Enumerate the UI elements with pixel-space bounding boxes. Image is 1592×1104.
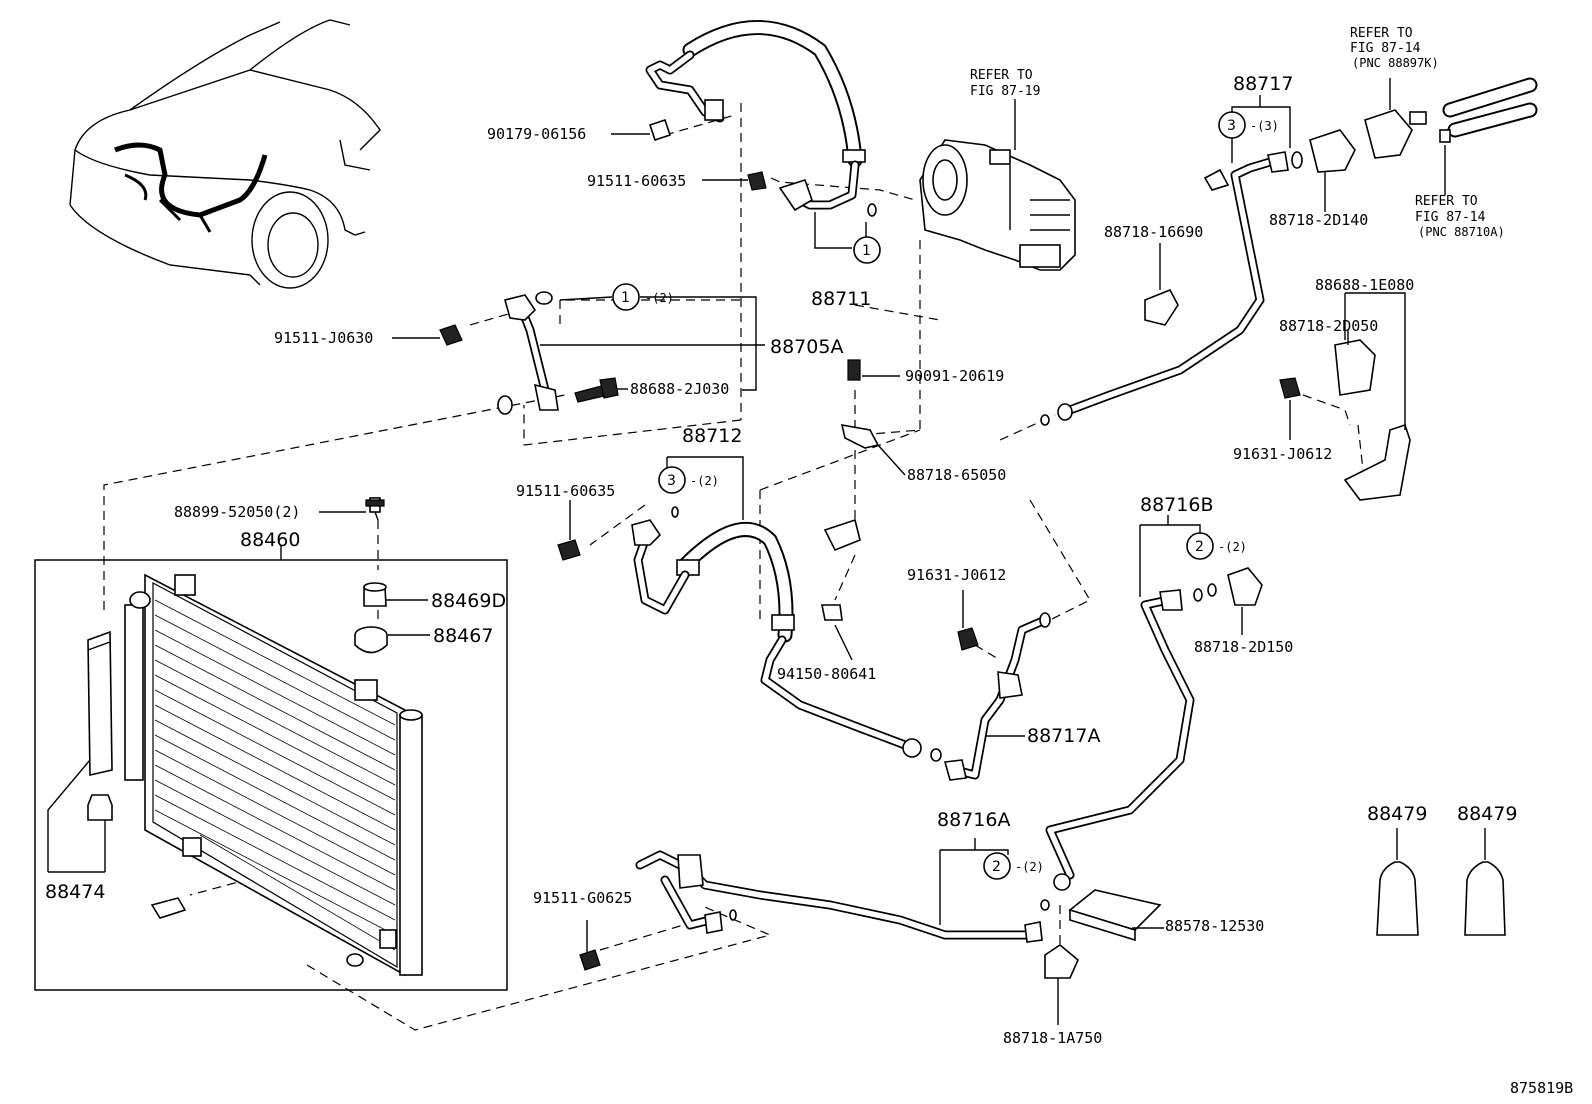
pipe-88716B (1045, 515, 1263, 891)
condenser-assembly-box (34, 545, 508, 991)
label-88716A: 88716A (937, 809, 1010, 831)
condenser-core (124, 573, 423, 977)
ref-fig-87-19-line1: REFER TO (970, 68, 1033, 83)
label-88460: 88460 (240, 529, 300, 551)
callout-2-right-qty: -(2) (1218, 540, 1247, 554)
label-88469D: 88469D (431, 590, 506, 612)
discharge-hose-88711 (645, 20, 877, 249)
ref-88897K-line2: FIG 87-14 (1350, 41, 1421, 56)
pipe-88717 (1040, 95, 1356, 426)
label-88474: 88474 (45, 881, 105, 903)
label-94150-80641: 94150-80641 (777, 665, 876, 683)
small-fasteners (557, 118, 979, 971)
label-88718-2D150: 88718-2D150 (1194, 638, 1293, 656)
callout-circles: 1 1 -(2) 3 -(2) 3 -(3) 2 -(2) 2 -(2) (612, 111, 1279, 880)
label-88718-16690: 88718-16690 (1104, 223, 1203, 241)
bracket-88688-1E080 (1279, 292, 1411, 501)
ref-fig-87-19-line2: FIG 87-19 (970, 84, 1040, 99)
label-88711: 88711 (811, 288, 871, 310)
label-88479-b: 88479 (1457, 803, 1517, 825)
callout-2-bottom: 2 (992, 859, 1001, 875)
dashed-guides (103, 103, 1364, 1031)
tube-88705A (392, 291, 765, 415)
label-88718-1A750: 88718-1A750 (1003, 1029, 1102, 1047)
label-90091-20619: 90091-20619 (905, 367, 1004, 385)
callout-1-mid-qty: -(2) (645, 291, 674, 305)
pipe-88716A (635, 838, 1164, 1025)
label-90179-06156: 90179-06156 (487, 125, 586, 143)
callout-3-top-qty: -(3) (1250, 119, 1279, 133)
callout-3-mid: 3 (667, 473, 676, 489)
label-88717A: 88717A (1027, 725, 1100, 747)
callout-3-mid-qty: -(2) (690, 474, 719, 488)
label-91511-60635-mid: 91511-60635 (516, 482, 615, 500)
label-88688-2J030: 88688-2J030 (630, 380, 729, 398)
label-91511-J0630: 91511-J0630 (274, 329, 373, 347)
figure-id: 875819B (1510, 1079, 1573, 1097)
label-91511-G0625: 91511-G0625 (533, 889, 632, 907)
callout-2-bottom-qty: -(2) (1015, 860, 1044, 874)
callout-3-top: 3 (1227, 118, 1236, 134)
callout-1-mid: 1 (621, 290, 630, 306)
label-88717: 88717 (1233, 73, 1293, 95)
label-91631-J0612-right: 91631-J0612 (1233, 445, 1332, 463)
ref-88897K-line3: (PNC 88897K) (1352, 56, 1439, 70)
vehicle-location-sketch (69, 19, 381, 289)
label-88718-65050: 88718-65050 (907, 466, 1006, 484)
ref-88897K-line1: REFER TO (1350, 26, 1413, 41)
ref-88710A-line1: REFER TO (1415, 194, 1478, 209)
label-91631-J0612-mid: 91631-J0612 (907, 566, 1006, 584)
label-88578-12530: 88578-12530 (1165, 917, 1264, 935)
hose-88712 (631, 456, 942, 762)
label-88705A: 88705A (770, 336, 843, 358)
compressor-reference (919, 99, 1076, 271)
label-88712: 88712 (682, 425, 742, 447)
refrigerant-88479 (1376, 828, 1506, 936)
callout-2-right: 2 (1195, 539, 1204, 555)
callout-1-top: 1 (862, 243, 871, 259)
pipe-88717A (943, 612, 1051, 781)
label-88899-52050: 88899-52050(2) (174, 503, 300, 521)
label-88479-a: 88479 (1367, 803, 1427, 825)
ref-88710A-line2: FIG 87-14 (1415, 210, 1486, 225)
label-88718-2D050: 88718-2D050 (1279, 317, 1378, 335)
label-88688-1E080: 88688-1E080 (1315, 276, 1414, 294)
condenser-mount-parts (319, 497, 430, 654)
part-number-labels: 88711 88705A 88712 88717 88716B 88716A 8… (45, 73, 1517, 1047)
label-88467: 88467 (433, 625, 493, 647)
label-88716B: 88716B (1140, 494, 1213, 516)
hose-reference-right (1364, 77, 1538, 195)
label-91511-60635-top: 91511-60635 (587, 172, 686, 190)
reference-notes: REFER TO FIG 87-19 REFER TO FIG 87-14 (P… (970, 26, 1505, 239)
label-88718-2D140: 88718-2D140 (1269, 211, 1368, 229)
ref-88710A-line3: (PNC 88710A) (1418, 225, 1505, 239)
